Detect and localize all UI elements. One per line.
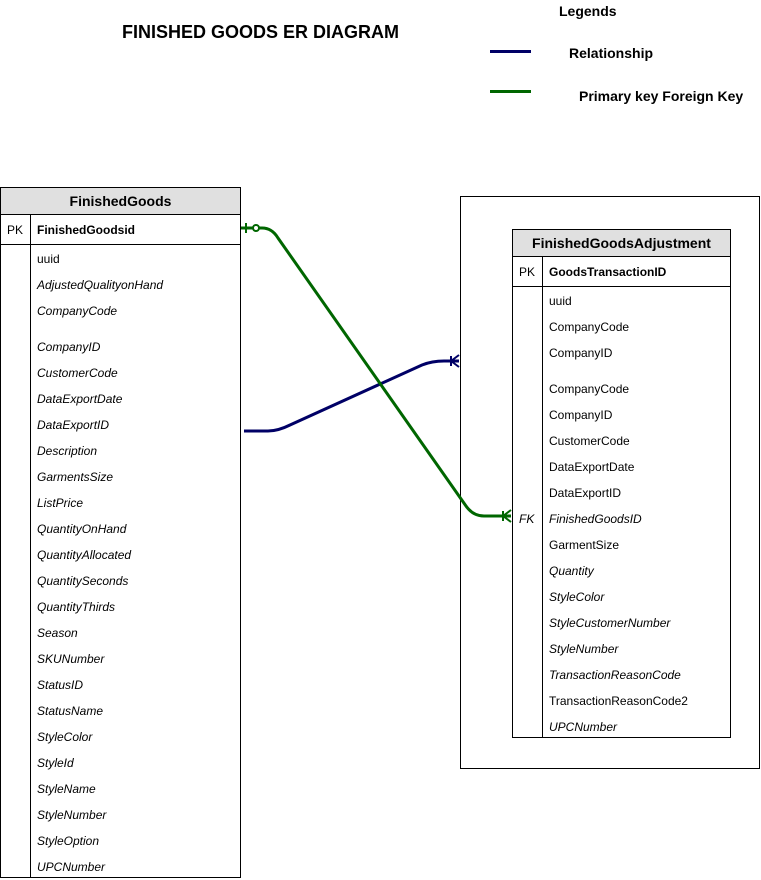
attribute-field: QuantitySeconds	[37, 574, 129, 588]
attribute-field: QuantityThirds	[37, 600, 116, 614]
attribute-field: StyleOption	[37, 834, 100, 848]
entity-header: FinishedGoodsAdjustment	[513, 230, 730, 257]
attribute-field: TransactionReasonCode	[549, 668, 681, 682]
legend-title: Legends	[559, 3, 617, 19]
attribute-field: DataExportDate	[37, 392, 123, 406]
attribute-field: Season	[37, 626, 78, 640]
attribute-field: QuantityAllocated	[37, 548, 132, 562]
attribute-field: StyleId	[37, 756, 74, 770]
relationship-connector[interactable]	[244, 359, 459, 433]
pk-field: GoodsTransactionID	[549, 265, 667, 279]
attribute-field: CustomerCode	[37, 366, 118, 380]
attribute-field: StatusName	[37, 704, 104, 718]
attribute-field: CompanyCode	[37, 304, 118, 318]
attribute-field: Description	[37, 444, 98, 458]
attribute-field: CompanyID	[549, 346, 613, 360]
diagram-title: FINISHED GOODS ER DIAGRAM	[122, 22, 400, 42]
attribute-field: ListPrice	[37, 496, 84, 510]
attribute-field: StyleNumber	[549, 642, 619, 656]
attribute-field: StyleNumber	[37, 808, 107, 822]
crows-foot-icon	[450, 354, 460, 362]
attribute-field: StyleColor	[37, 730, 93, 744]
entity-finished-goods-adjustment[interactable]: FinishedGoodsAdjustment PK GoodsTransact…	[512, 229, 731, 738]
fk-label: FK	[519, 512, 535, 526]
entity-header: FinishedGoods	[1, 188, 240, 215]
attribute-field: SKUNumber	[37, 652, 105, 666]
attribute-field: UPCNumber	[37, 860, 106, 874]
pk-row: PK GoodsTransactionID	[513, 257, 730, 287]
pk-fk-connector[interactable]	[241, 226, 511, 518]
attribute-field: StatusID	[37, 678, 84, 692]
attribute-field: FinishedGoodsID	[549, 512, 642, 526]
zero-circle-icon	[252, 224, 260, 232]
pk-row: PK FinishedGoodsid	[1, 215, 240, 245]
attribute-field: DataExportDate	[549, 460, 635, 474]
legend-pkfk-label: Primary key Foreign Key	[579, 88, 744, 104]
crows-foot-icon	[450, 360, 460, 368]
crows-foot-icon	[502, 509, 512, 517]
attribute-field: Quantity	[549, 564, 594, 578]
attribute-field: CompanyCode	[549, 382, 630, 396]
legend-relationship-label: Relationship	[569, 45, 654, 61]
attribute-field: StyleName	[37, 782, 96, 796]
attribute-field: TransactionReasonCode2	[549, 694, 688, 708]
legend-pkfk-line	[490, 90, 531, 93]
pk-label: PK	[519, 265, 536, 279]
attribute-field: CompanyID	[549, 408, 613, 422]
attribute-field: uuid	[37, 252, 60, 266]
attribute-field: GarmentSize	[549, 538, 620, 552]
pk-label: PK	[7, 223, 24, 237]
attribute-field: CustomerCode	[549, 434, 630, 448]
attribute-field: UPCNumber	[549, 720, 618, 734]
legend-relationship-line	[490, 50, 531, 53]
attribute-field: DataExportID	[549, 486, 622, 500]
attribute-field: CompanyID	[37, 340, 101, 354]
crows-foot-icon	[502, 515, 512, 523]
attribute-field: GarmentsSize	[37, 470, 114, 484]
attribute-field: StyleColor	[549, 590, 605, 604]
attribute-field: uuid	[549, 294, 572, 308]
attribute-field: StyleCustomerNumber	[549, 616, 671, 630]
attribute-field: QuantityOnHand	[37, 522, 127, 536]
pk-field: FinishedGoodsid	[37, 223, 135, 237]
attribute-field: CompanyCode	[549, 320, 630, 334]
attribute-field: AdjustedQualityonHand	[37, 278, 164, 292]
attribute-field: DataExportID	[37, 418, 110, 432]
adjustment-container	[460, 196, 760, 769]
